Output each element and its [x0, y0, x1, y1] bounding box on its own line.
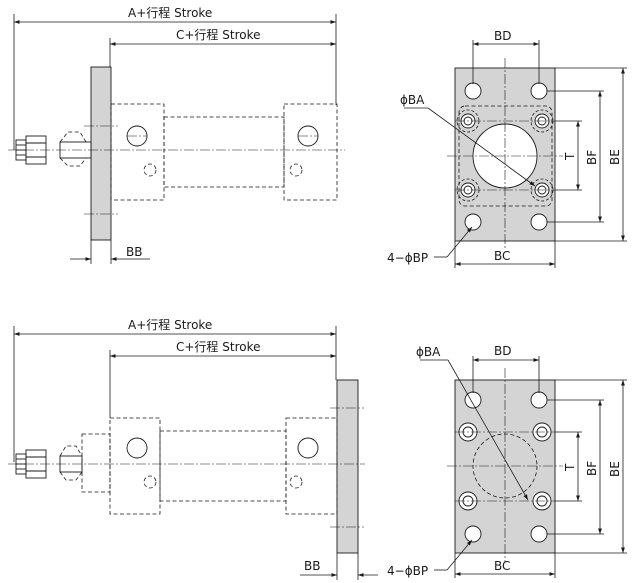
- a-stroke-label: A+行程 Stroke: [128, 5, 212, 20]
- bp-label-top: 4−ϕBP: [387, 251, 428, 265]
- bc-label-top: BC: [494, 249, 510, 263]
- c-stroke-label-bottom: C+行程 Stroke: [176, 339, 261, 354]
- ba-label-top: ϕBA: [400, 93, 425, 107]
- bb-label-top: BB: [126, 245, 142, 259]
- rear-flange-end-view: BD BC T BF BE ϕBA 4−ϕBP: [387, 344, 627, 578]
- front-flange-end-view: BD BC T BF BE ϕBA 4−ϕBP: [387, 29, 627, 268]
- bf-label-top: BF: [585, 150, 599, 165]
- bd-label-top: BD: [494, 29, 511, 43]
- rear-flange-plate: [336, 379, 359, 554]
- a-stroke-label-bottom: A+行程 Stroke: [128, 317, 212, 332]
- bd-label-bottom: BD: [494, 344, 511, 358]
- be-label-top: BE: [608, 149, 622, 165]
- front-flange-side-view: A+行程 Stroke C+行程 Stroke: [8, 5, 345, 264]
- t-label-top: T: [563, 152, 577, 161]
- bp-label-bottom: 4−ϕBP: [387, 564, 428, 578]
- t-label-bottom: T: [563, 463, 577, 472]
- bc-label-bottom: BC: [494, 559, 510, 573]
- c-stroke-label: C+行程 Stroke: [176, 27, 261, 42]
- ba-label-bottom: ϕBA: [416, 345, 441, 359]
- bf-label-bottom: BF: [585, 461, 599, 476]
- bb-label-bottom: BB: [304, 559, 320, 573]
- rear-flange-side-view: A+行程 Stroke C+行程 Stroke BB: [8, 317, 378, 580]
- be-label-bottom: BE: [608, 461, 622, 477]
